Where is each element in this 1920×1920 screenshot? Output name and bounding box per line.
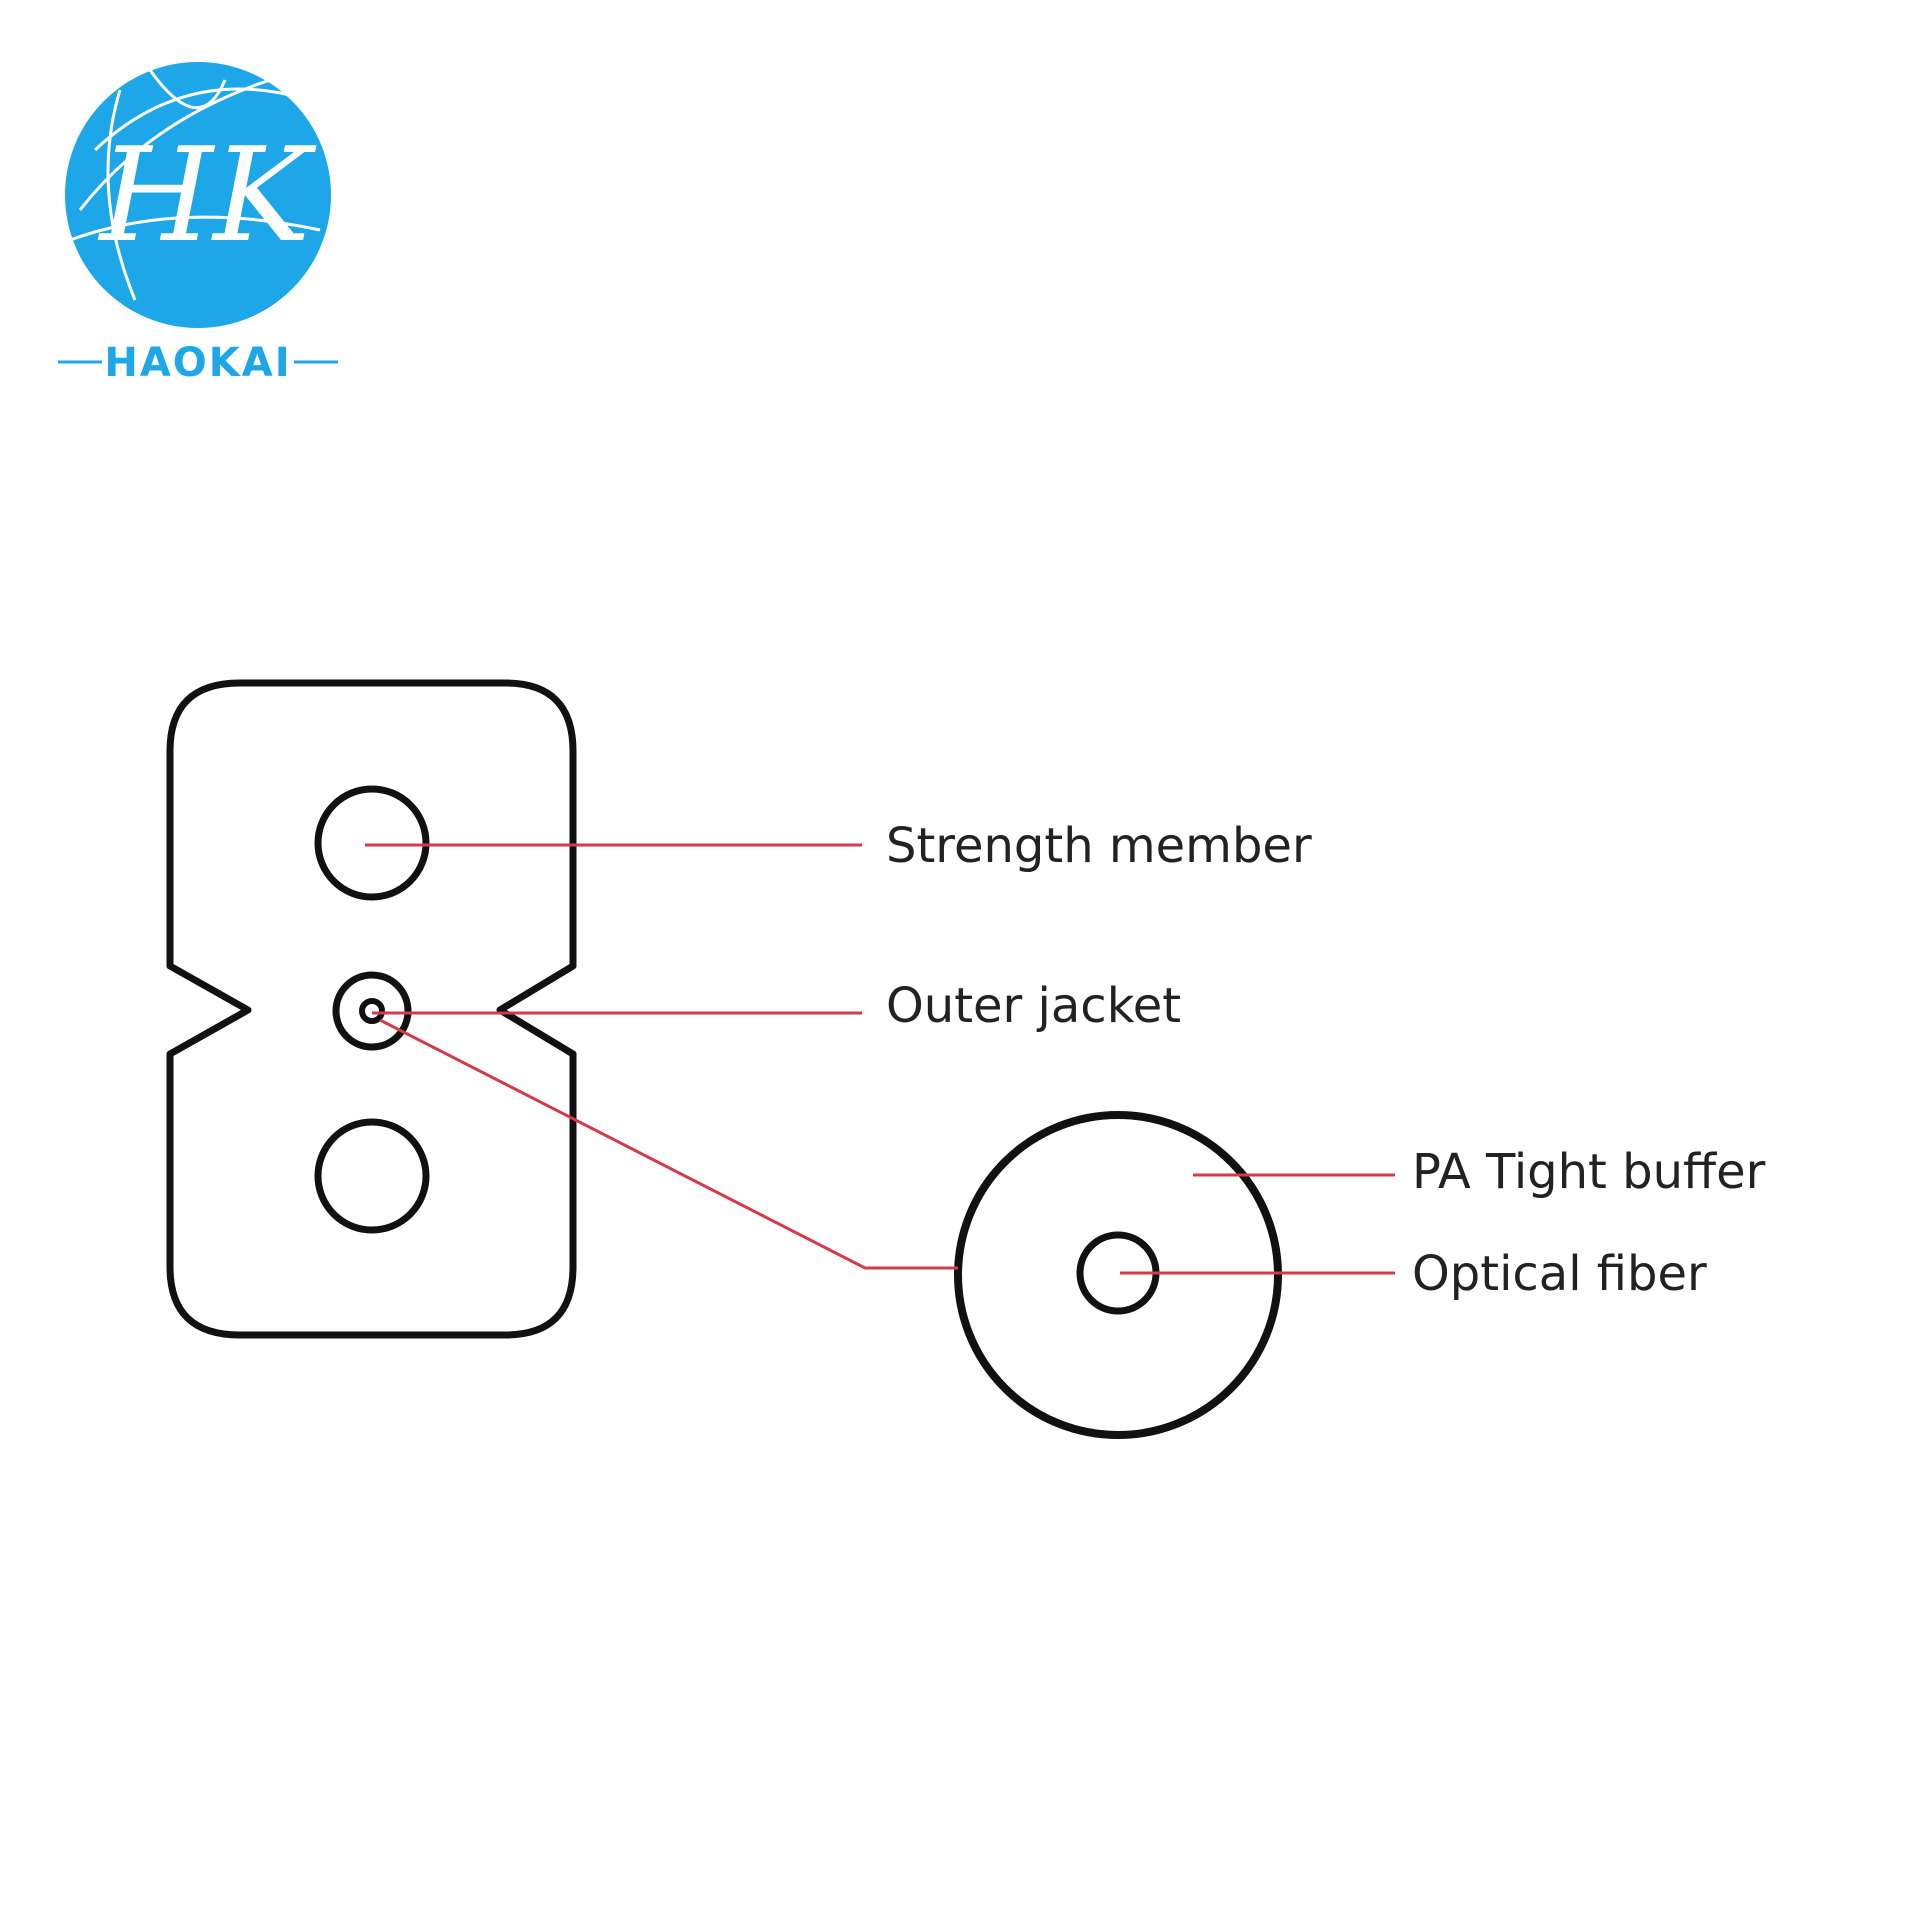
logo-arc-2 xyxy=(78,78,271,211)
logo-arc-5 xyxy=(69,215,321,242)
leader-detail-connector xyxy=(379,1018,958,1270)
tight-buffer-detail xyxy=(954,1111,1282,1439)
strength-member-top xyxy=(314,785,430,901)
cable-fiber-core xyxy=(359,998,385,1024)
logo-arc-4 xyxy=(148,69,227,109)
label-strength-member: Strength member xyxy=(886,818,1312,874)
label-outer-jacket: Outer jacket xyxy=(886,978,1181,1034)
label-optical-fiber: Optical fiber xyxy=(1412,1246,1707,1302)
cable-outer-jacket-shape xyxy=(166,679,577,1339)
label-pa-tight-buffer: PA Tight buffer xyxy=(1412,1144,1766,1200)
cable-fiber-outer xyxy=(332,971,412,1051)
haokai-logo: HK HAOKAI xyxy=(58,62,338,386)
logo-monogram: HK xyxy=(98,119,317,271)
logo-globe-icon xyxy=(65,62,331,328)
logo-arc-1 xyxy=(93,87,291,152)
logo-brand-name: HAOKAI xyxy=(104,340,291,386)
strength-member-bottom xyxy=(314,1118,430,1234)
logo-arc-3 xyxy=(106,89,137,301)
